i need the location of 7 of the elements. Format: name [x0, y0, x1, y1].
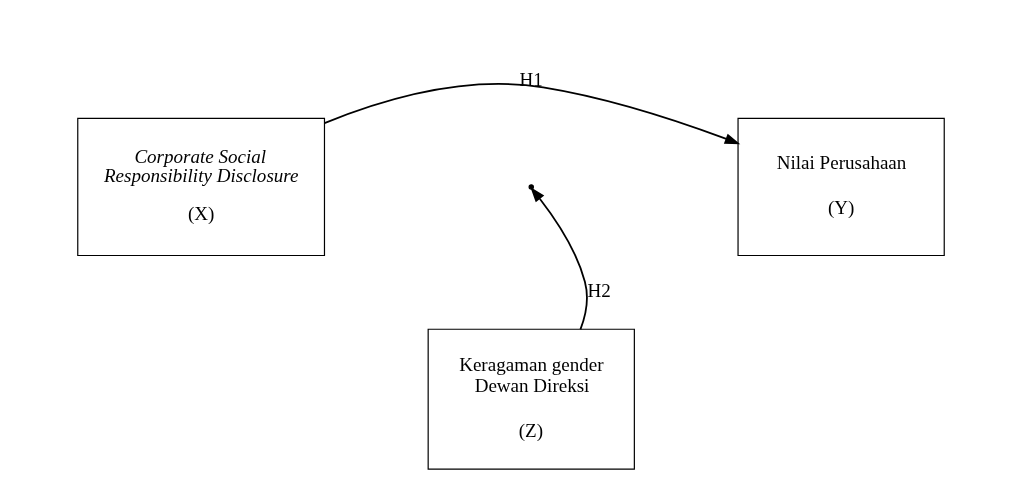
arrow: [323, 83, 740, 145]
node-box: Nilai Perusahaan (Y): [736, 117, 945, 257]
arrow: [529, 186, 588, 331]
node-box: Corporate Social Responsibility Disclosure (X): [76, 117, 325, 257]
edge-label: H2: [587, 279, 611, 301]
node-box: Keragaman gender Dewan Direksi (Z): [427, 328, 635, 470]
edge-label: H1: [519, 69, 543, 90]
